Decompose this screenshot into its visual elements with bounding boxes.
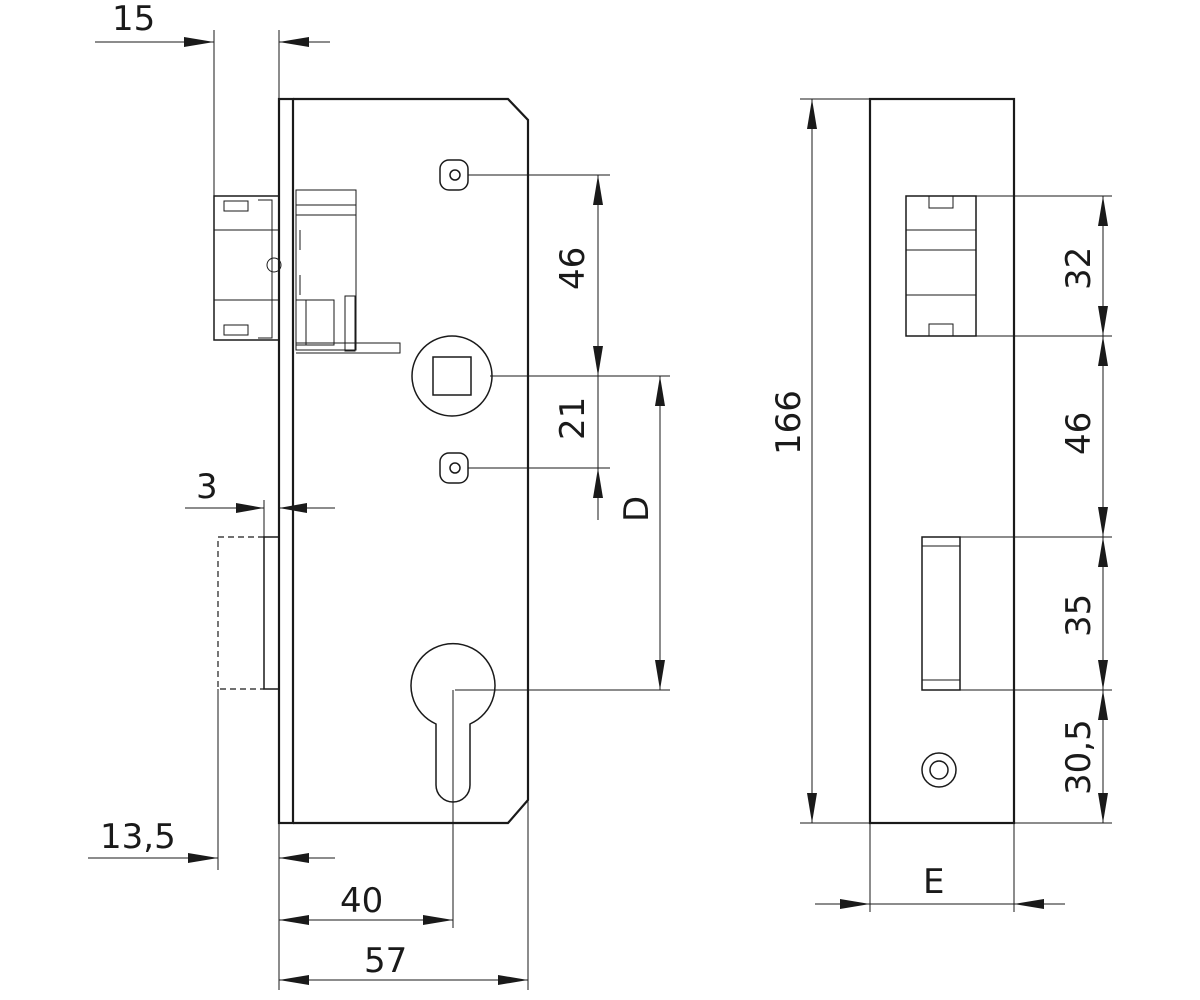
dim-label-46-left: 46 <box>553 247 593 290</box>
faceplate-front <box>868 97 1016 825</box>
dead-bolt-front <box>921 536 961 691</box>
dimension-lines-right <box>800 98 1112 912</box>
faceplate-front-view <box>868 97 1016 825</box>
case-body <box>293 97 530 825</box>
dim-label-13-5: 13,5 <box>100 817 176 857</box>
cylinder-cutout <box>410 642 496 803</box>
latch-bolt-front <box>905 195 977 337</box>
follower-hub <box>411 335 493 417</box>
dim-label-15: 15 <box>112 0 155 39</box>
dim-label-3: 3 <box>196 467 218 507</box>
dimension-lines-left <box>88 30 670 990</box>
screw-hole-top <box>439 159 469 191</box>
dim-label-21: 21 <box>553 397 593 440</box>
latch-mechanism <box>295 189 401 354</box>
dim-label-35: 35 <box>1059 594 1099 637</box>
lock-case-side-view <box>213 97 530 825</box>
faceplate-screw <box>921 752 957 788</box>
screw-hole-bottom <box>439 452 469 484</box>
dim-label-40: 40 <box>340 881 383 921</box>
faceplate <box>277 97 295 825</box>
dim-label-166: 166 <box>769 390 809 455</box>
dim-label-32: 32 <box>1059 247 1099 290</box>
dim-label-46-right: 46 <box>1059 412 1099 455</box>
dim-label-e: E <box>923 862 944 902</box>
dim-label-30-5: 30,5 <box>1059 719 1099 795</box>
dead-bolt <box>217 536 280 690</box>
latch-bolt <box>213 195 282 341</box>
dim-label-d: D <box>617 496 657 522</box>
dim-label-57: 57 <box>364 941 407 981</box>
